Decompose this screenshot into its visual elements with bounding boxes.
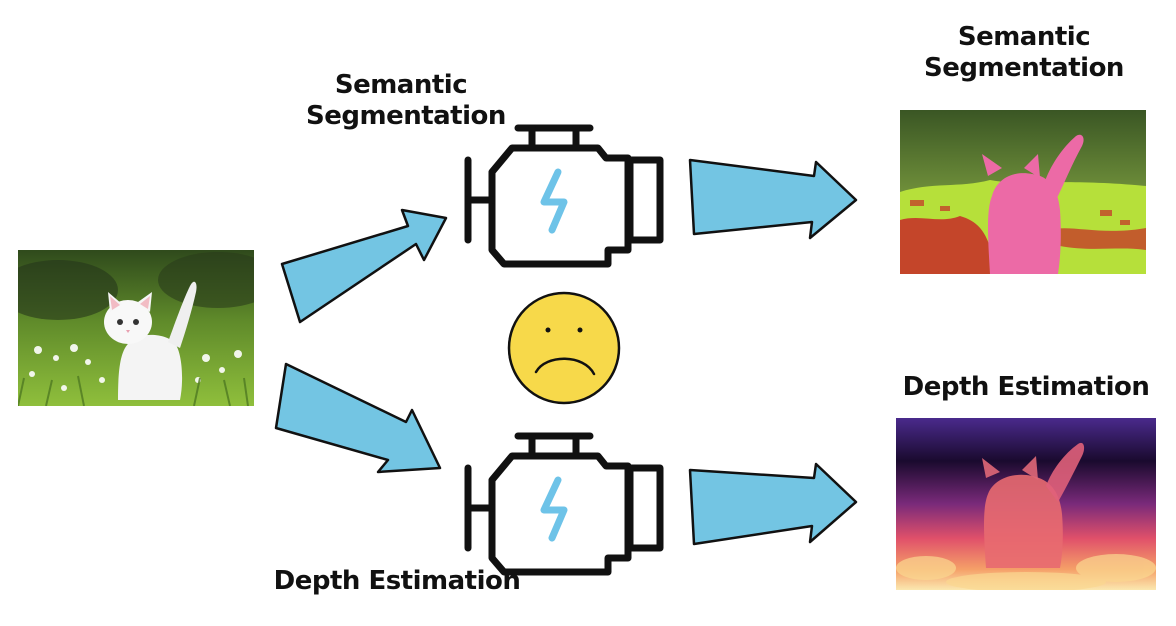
- depth-output-image: [896, 418, 1156, 590]
- lightning-icon: [540, 168, 568, 234]
- bottom-engine-label: Depth Estimation: [273, 566, 521, 596]
- lightning-icon: [540, 476, 568, 542]
- sad-face-icon: [507, 291, 621, 405]
- engine-icon: [464, 124, 664, 268]
- engine-icon: [464, 432, 664, 576]
- top-engine-label-line1: Semantic: [334, 70, 468, 100]
- arrow-to-bottom-engine: [274, 362, 442, 474]
- arrow-to-segmentation-output: [688, 158, 858, 240]
- depth-output-label: Depth Estimation: [902, 372, 1150, 402]
- segmentation-output-label: Semantic Segmentation: [924, 22, 1124, 84]
- top-engine-label-line2: Segmentation: [306, 101, 506, 132]
- arrow-to-depth-output: [688, 462, 858, 546]
- top-engine-label: Semantic Segmentation: [306, 70, 506, 132]
- segmentation-output-image: [900, 110, 1146, 274]
- arrow-to-top-engine: [280, 208, 448, 324]
- input-kitten-photo: [18, 250, 254, 406]
